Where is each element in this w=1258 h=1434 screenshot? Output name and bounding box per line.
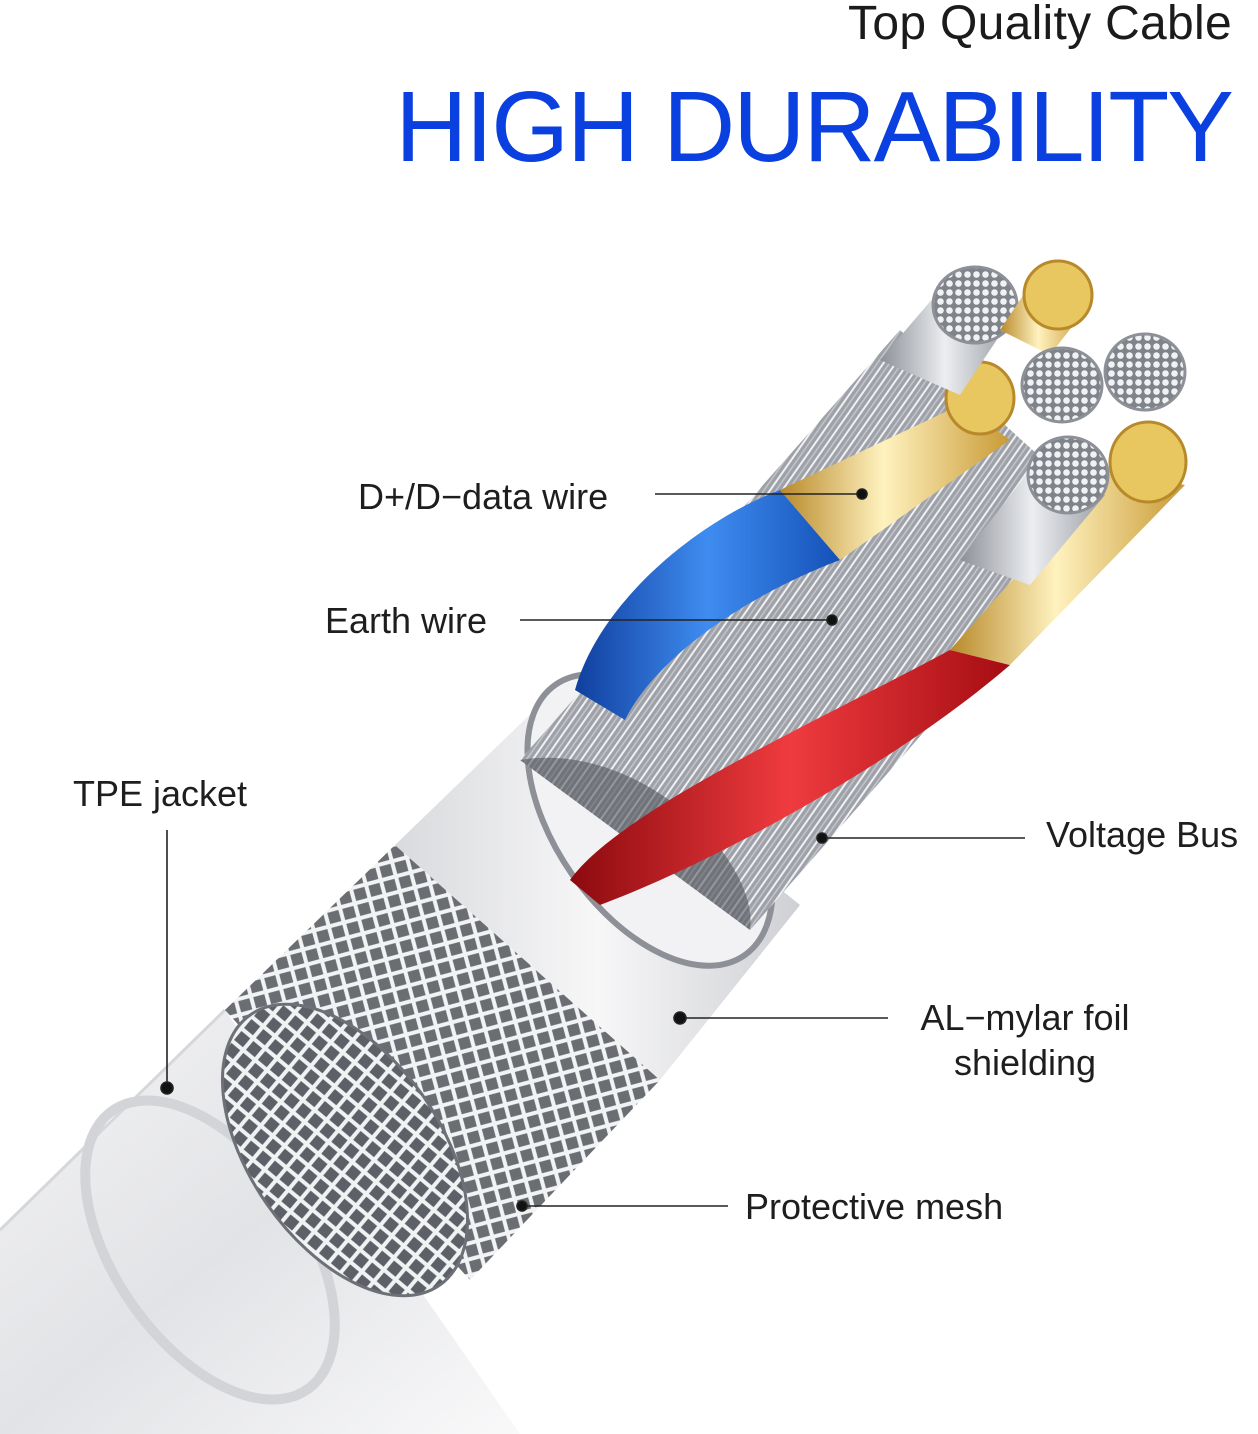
leader-dot-mesh — [516, 1200, 528, 1212]
strand-ends-graphic — [880, 259, 1187, 585]
leader-dot-voltage-bus — [816, 832, 828, 844]
leader-dot-earth-wire — [826, 614, 838, 626]
label-foil-line2: shielding — [953, 1042, 1097, 1083]
protective-mesh-graphic — [220, 845, 660, 1298]
tpe-jacket-graphic — [0, 1008, 520, 1434]
label-protective-mesh: Protective mesh — [745, 1186, 1004, 1227]
header-subtitle: Top Quality Cable — [848, 0, 1232, 50]
leader-dot-tpe-jacket — [160, 1081, 174, 1095]
red-voltage-wire-graphic — [570, 420, 1188, 905]
label-foil-line1: AL−mylar foil — [920, 997, 1130, 1038]
header-title: HIGH DURABILITY — [395, 71, 1234, 183]
leader-dot-foil — [673, 1011, 687, 1025]
leader-lines — [160, 488, 1025, 1212]
label-voltage-bus: Voltage Bus — [1046, 814, 1239, 855]
label-tpe-jacket: TPE jacket — [73, 773, 248, 814]
leader-dot-data-wire — [856, 488, 868, 500]
label-foil-shielding: AL−mylar foil shielding — [880, 995, 1170, 1085]
label-earth-wire: Earth wire — [325, 600, 488, 641]
label-data-wire: D+/D−data wire — [358, 476, 609, 517]
